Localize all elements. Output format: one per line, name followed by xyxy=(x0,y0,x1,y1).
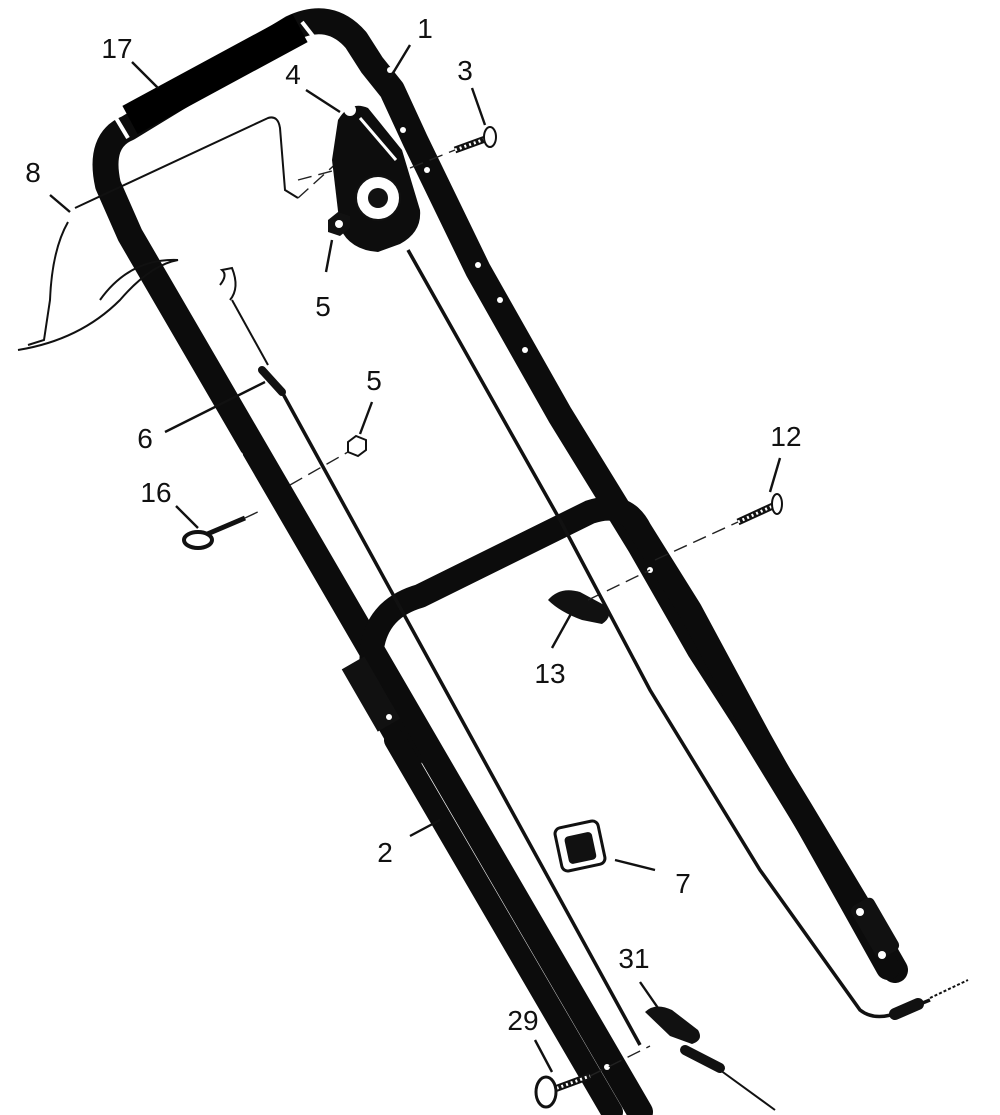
leader-3 xyxy=(470,87,487,126)
callout-6: 6 xyxy=(137,423,153,454)
handle-hole xyxy=(387,67,393,73)
callout-3: 3 xyxy=(457,55,473,86)
cable-rod xyxy=(219,266,642,1046)
handle-hole xyxy=(400,127,406,133)
lower-handle xyxy=(341,496,900,1115)
callout-13: 13 xyxy=(534,658,565,689)
eyebolt-16 xyxy=(182,509,263,550)
callout-31: 31 xyxy=(618,943,649,974)
callout-17: 17 xyxy=(101,33,132,64)
cable-tie-7 xyxy=(553,819,607,873)
leader-6 xyxy=(164,380,266,434)
leader-8 xyxy=(49,194,71,213)
callout-labels: 1 2 3 4 5 5 6 7 8 12 13 16 17 29 31 xyxy=(25,13,801,1036)
leader-13 xyxy=(550,611,574,649)
callout-8: 8 xyxy=(25,157,41,188)
leader-12 xyxy=(768,457,782,493)
handle-hole xyxy=(475,262,481,268)
handle-hole xyxy=(137,282,143,288)
handle-hole xyxy=(497,297,503,303)
handle-hole xyxy=(424,167,430,173)
callout-12: 12 xyxy=(770,421,801,452)
leader-2 xyxy=(409,818,441,838)
callout-16: 16 xyxy=(140,477,171,508)
callout-4: 4 xyxy=(285,59,301,90)
leader-31 xyxy=(639,981,659,1009)
bolt-12 xyxy=(654,493,783,561)
leader-29 xyxy=(533,1039,554,1073)
leader-4 xyxy=(305,88,341,114)
callout-7: 7 xyxy=(675,868,691,899)
control-cable xyxy=(406,249,969,1020)
grip-sleeve xyxy=(122,13,308,135)
upper-handle xyxy=(92,8,908,1115)
zone-control-assembly xyxy=(297,104,421,252)
leader-1 xyxy=(388,44,412,79)
leader-7 xyxy=(614,858,656,872)
nut-5-upper xyxy=(328,212,350,236)
handle-hole xyxy=(522,347,528,353)
leader-5a xyxy=(324,239,334,273)
leader-5b xyxy=(358,401,374,435)
handle-hole xyxy=(604,1064,610,1070)
callout-29: 29 xyxy=(507,1005,538,1036)
leader-16 xyxy=(175,505,199,529)
callout-5-upper: 5 xyxy=(315,291,331,322)
handle-hole xyxy=(386,714,392,720)
leader-lines xyxy=(49,44,782,1073)
screw-29 xyxy=(534,1045,651,1109)
callout-2: 2 xyxy=(377,837,393,868)
grip-end-left xyxy=(114,116,130,140)
handle-hole xyxy=(260,494,266,500)
handle-hole xyxy=(856,908,864,916)
callout-1: 1 xyxy=(417,13,433,44)
handle-hole xyxy=(878,951,886,959)
handle-hole xyxy=(237,452,243,458)
leader-17 xyxy=(131,61,159,89)
handle-bracket xyxy=(341,656,401,732)
grip-end-right xyxy=(300,20,318,42)
handle-hole xyxy=(157,317,163,323)
cable-guide-31 xyxy=(645,1006,776,1111)
nut-5-lower xyxy=(289,434,367,486)
bolt-3 xyxy=(409,126,497,169)
callout-5-lower: 5 xyxy=(366,365,382,396)
